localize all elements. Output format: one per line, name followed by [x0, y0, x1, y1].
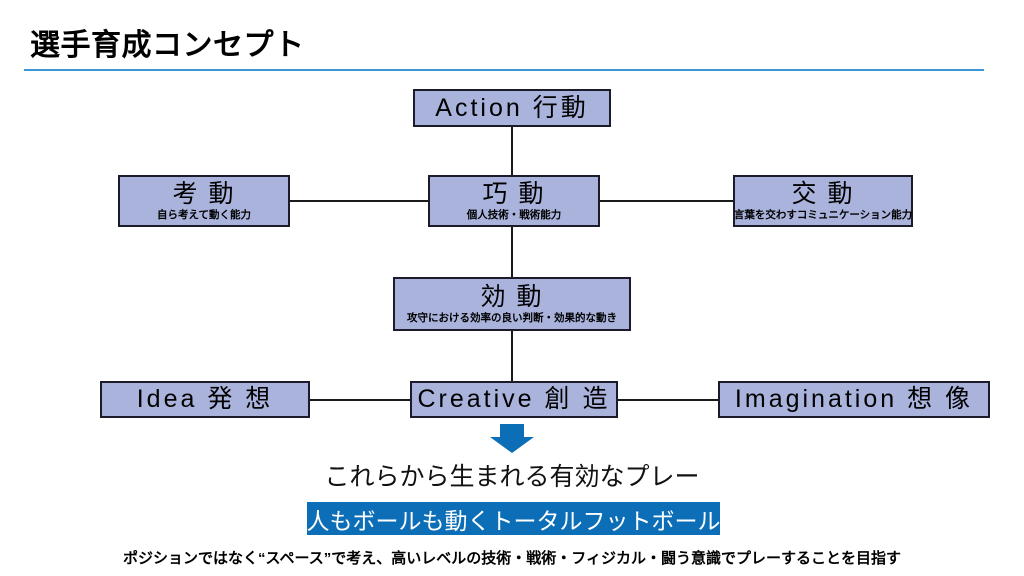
node-koudo-communication-label: 交 動: [791, 179, 855, 208]
connector-kangaedo-to-kodo: [289, 200, 429, 202]
connector-creative-to-imagination: [617, 399, 719, 401]
down-arrow-icon: [490, 424, 534, 454]
node-kangaedo[interactable]: 考 動 自ら考えて動く能力: [118, 175, 290, 227]
node-koudo-effective[interactable]: 効 動 攻守における効率の良い判断・効果的な動き: [393, 277, 631, 331]
node-takumido-label: 巧 動: [482, 179, 546, 208]
node-idea-label: Idea 発 想: [136, 385, 274, 414]
down-arrow-head: [490, 437, 534, 453]
node-creative-label: Creative 創 造: [417, 385, 611, 414]
connector-action-to-kodo: [511, 127, 513, 175]
title-underline-divider: [24, 69, 984, 71]
node-koudo-communication[interactable]: 交 動 言葉を交わすコミュニケーション能力: [733, 175, 913, 227]
down-arrow-stem: [500, 424, 524, 438]
node-takumido-sublabel: 個人技術・戦術能力: [466, 209, 562, 222]
node-kangaedo-sublabel: 自ら考えて動く能力: [157, 209, 251, 222]
node-kangaedo-label: 考 動: [172, 179, 236, 208]
result-lead-text: これらから生まれる有効なプレー: [324, 463, 700, 491]
node-action-label: Action 行動: [435, 93, 589, 122]
connector-kodo-to-kodo-effect: [511, 227, 513, 277]
result-banner: 人もボールも動くトータルフットボール: [306, 502, 721, 535]
connector-kodo-effect-to-creative: [511, 331, 513, 381]
node-koudo-communication-sublabel: 言葉を交わすコミュニケーション能力: [733, 209, 913, 222]
node-idea[interactable]: Idea 発 想: [100, 381, 310, 418]
node-takumido[interactable]: 巧 動 個人技術・戦術能力: [428, 175, 600, 227]
result-banner-label: 人もボールも動くトータルフットボール: [306, 507, 721, 534]
node-action[interactable]: Action 行動: [413, 89, 611, 127]
node-koudo-effective-label: 効 動: [480, 282, 544, 311]
node-koudo-effective-sublabel: 攻守における効率の良い判断・効果的な動き: [407, 312, 617, 325]
footer-statement: ポジションではなく“スペース”で考え、高いレベルの技術・戦術・フィジカル・闘う意…: [123, 550, 901, 567]
connector-idea-to-creative: [309, 399, 411, 401]
node-imagination-label: Imagination 想 像: [734, 385, 974, 414]
page-title: 選手育成コンセプト: [30, 29, 305, 62]
connector-kodo-to-kodo-comm: [599, 200, 734, 202]
node-creative[interactable]: Creative 創 造: [410, 381, 618, 418]
node-imagination[interactable]: Imagination 想 像: [718, 381, 990, 418]
